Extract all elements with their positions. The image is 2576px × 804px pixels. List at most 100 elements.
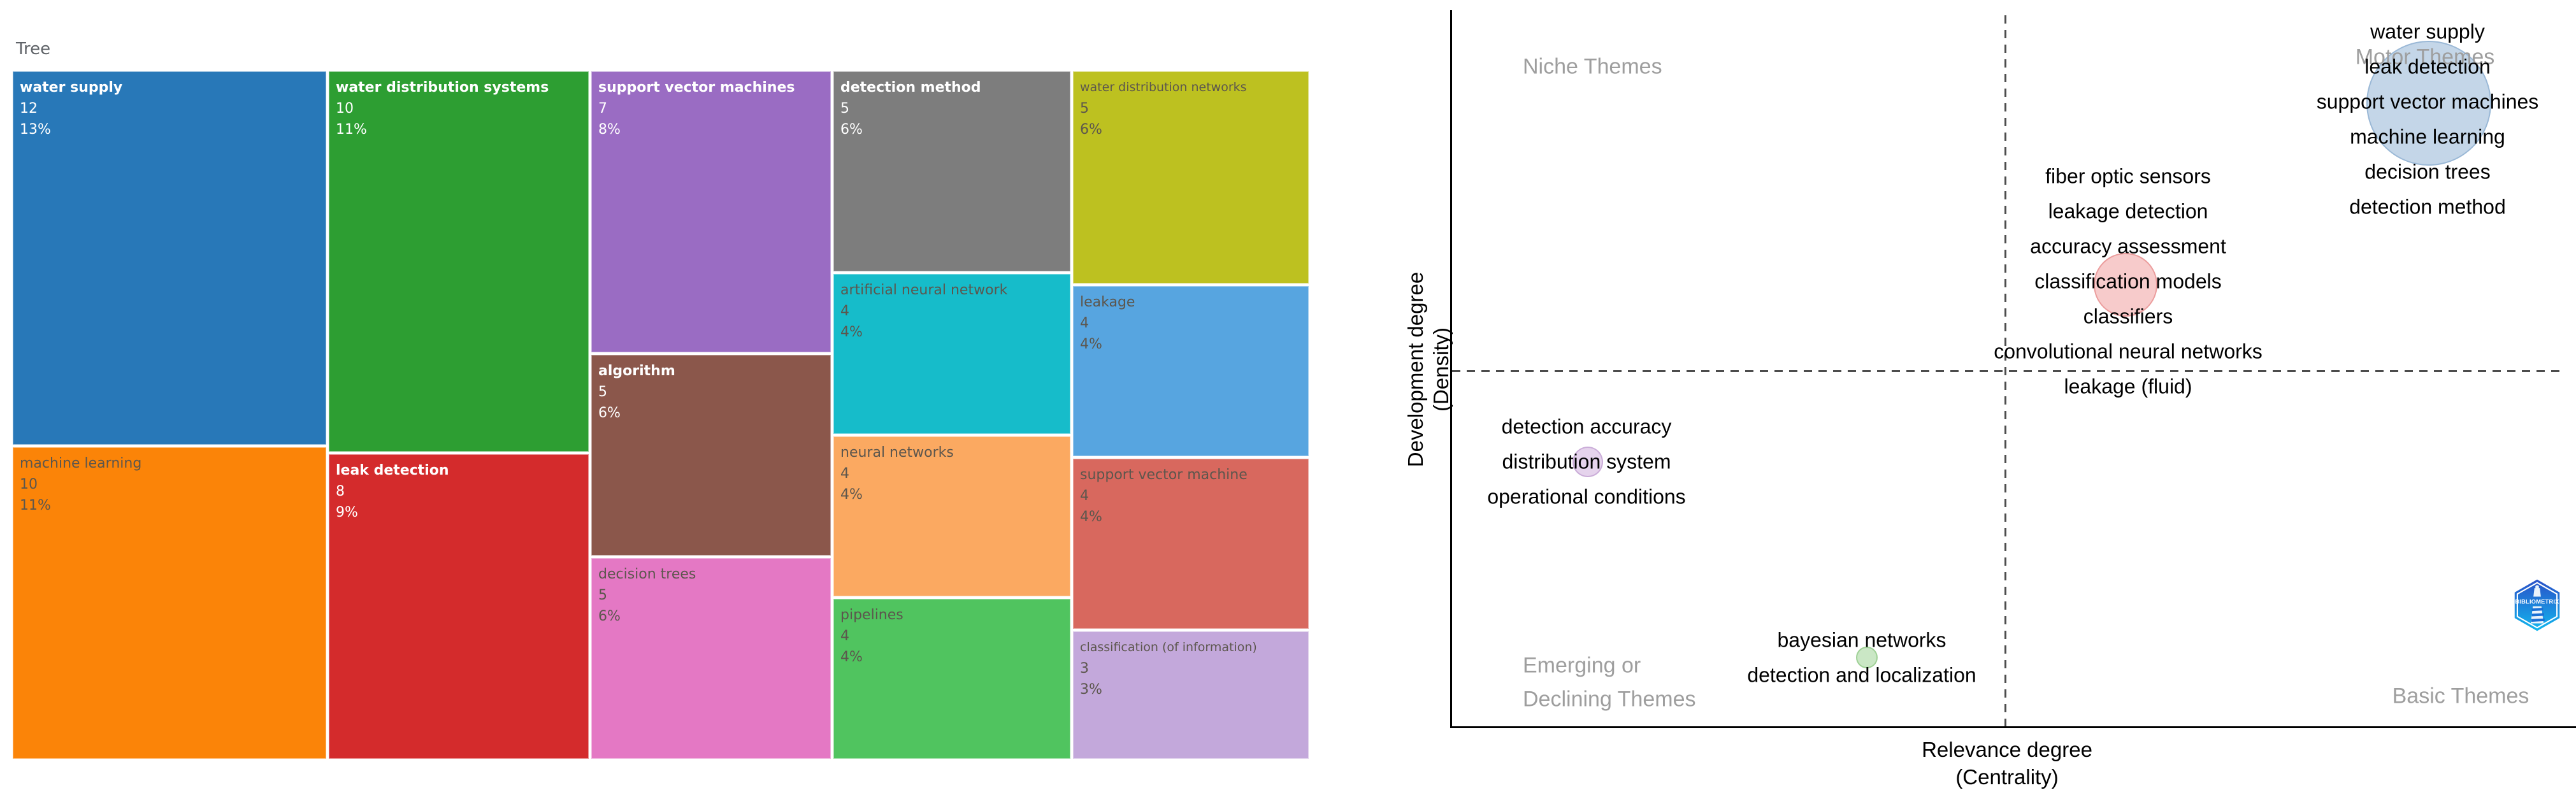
treemap-cell-percent: 11%: [336, 122, 367, 138]
treemap-cell-label: classification (of information): [1080, 640, 1257, 654]
motor-themes-quadrant-label: Motor Themes: [2355, 45, 2495, 69]
treemap-cell-label: artificial neural network: [840, 282, 1008, 298]
theme-keyword: convolutional neural networks: [1994, 340, 2263, 363]
y-axis-label-line1: Development degree: [1404, 271, 1427, 468]
treemap-cell-count: 10: [336, 101, 354, 117]
treemap-cell[interactable]: decision trees 5 6%: [591, 558, 831, 759]
theme-keyword: fiber optic sensors: [2045, 164, 2211, 188]
treemap-cell-label: leak detection: [336, 463, 449, 478]
bayesian-networks-cluster-bubble: [1856, 647, 1878, 668]
x-axis-label-line2: (Centrality): [1955, 765, 2059, 789]
treemap-cell[interactable]: leakage 4 4%: [1073, 286, 1309, 456]
theme-keyword: classifiers: [2083, 305, 2173, 328]
theme-keyword: detection method: [2349, 195, 2506, 219]
treemap-cell-label: pipelines: [840, 607, 903, 623]
x-axis-label: Relevance degree (Centrality): [1922, 736, 2092, 791]
y-axis-label-line2: (Density): [1429, 327, 1453, 412]
treemap-cell[interactable]: neural networks 4 4%: [833, 436, 1070, 596]
basic-themes-quadrant-label: Basic Themes: [2392, 684, 2529, 708]
treemap-cell-count: 5: [1080, 101, 1089, 117]
treemap-cell-percent: 4%: [840, 324, 863, 340]
treemap-cell-label: support vector machine: [1080, 467, 1248, 483]
treemap-cell-percent: 4%: [840, 649, 863, 665]
theme-keyword: detection and localization: [1747, 663, 1976, 687]
treemap-cell[interactable]: support vector machine 4 4%: [1073, 459, 1309, 629]
theme-keyword: distribution system: [1502, 450, 1671, 473]
treemap-cell-count: 5: [598, 587, 607, 603]
treemap-cell[interactable]: leak detection 8 9%: [329, 454, 589, 759]
treemap-cell-percent: 9%: [336, 505, 358, 520]
logo-text: BIBLIOMETRIX: [2515, 598, 2559, 605]
theme-keyword: leakage (fluid): [2064, 375, 2192, 398]
theme-keyword: water supply: [2370, 20, 2485, 43]
logo-stripe: [2531, 618, 2545, 622]
treemap-cell-percent: 13%: [20, 122, 51, 138]
treemap-cell[interactable]: artificial neural network 4 4%: [833, 274, 1070, 434]
theme-keyword: leakage detection: [2048, 199, 2208, 223]
treemap-cell-count: 3: [1080, 661, 1089, 677]
theme-keyword: support vector machines: [2316, 90, 2539, 113]
distribution-system-cluster-bubble: [1572, 447, 1603, 477]
x-axis-label-line1: Relevance degree: [1922, 738, 2092, 761]
treemap-cell-percent: 6%: [840, 122, 863, 138]
theme-keyword: operational conditions: [1487, 485, 1686, 508]
treemap-cell-count: 4: [840, 466, 849, 482]
x-axis-line: [1450, 726, 2576, 728]
emerging-themes-quadrant-label-line2: Declining Themes: [1523, 687, 1696, 712]
logo-stripe: [2531, 613, 2544, 617]
treemap-cell-percent: 4%: [1080, 336, 1102, 352]
treemap-cell-label: water supply: [20, 80, 123, 96]
treemap-cell-percent: 6%: [598, 608, 621, 624]
treemap-cell[interactable]: machine learning 10 11%: [13, 447, 326, 759]
treemap-cell-percent: 4%: [1080, 509, 1102, 525]
logo-stripe: [2531, 608, 2544, 612]
treemap-cell-label: neural networks: [840, 445, 954, 461]
treemap-cell-count: 4: [840, 303, 849, 319]
treemap-cell[interactable]: pipelines 4 4%: [833, 599, 1070, 759]
logo-lighthouse-top-icon: [2533, 588, 2541, 597]
treemap-cell[interactable]: water supply 12 13%: [13, 71, 326, 445]
treemap-cell-count: 12: [20, 101, 38, 117]
treemap-cell[interactable]: water distribution networks 5 6%: [1073, 71, 1309, 284]
treemap-cell-percent: 3%: [1080, 682, 1102, 698]
treemap-title: Tree: [16, 39, 51, 59]
emerging-themes-quadrant-label-line1: Emerging or: [1523, 653, 1641, 678]
treemap-cell[interactable]: classification (of information) 3 3%: [1073, 631, 1309, 759]
theme-keyword: accuracy assessment: [2030, 234, 2226, 258]
treemap-cell-count: 5: [598, 384, 607, 400]
theme-keyword: leak detection: [2364, 55, 2491, 78]
density-median-dashed-line: [1452, 370, 2562, 372]
logo-hexagon: [2514, 579, 2560, 631]
treemap-cell-label: machine learning: [20, 456, 142, 471]
treemap-cell-count: 4: [1080, 315, 1089, 331]
treemap-cell-count: 4: [840, 628, 849, 644]
treemap-cell-label: decision trees: [598, 566, 696, 582]
treemap-cell-count: 4: [1080, 488, 1089, 504]
treemap-cell-count: 5: [840, 101, 849, 117]
treemap-cell-label: detection method: [840, 80, 981, 96]
niche-themes-quadrant-label: Niche Themes: [1523, 54, 1662, 79]
treemap-cell-count: 8: [336, 484, 345, 499]
y-axis-line: [1450, 10, 1452, 728]
theme-keyword: detection accuracy: [1501, 415, 1672, 438]
treemap-cell-label: leakage: [1080, 294, 1135, 310]
treemap-cell-label: water distribution networks: [1080, 80, 1247, 94]
bibliometrix-logo: BIBLIOMETRIX: [2514, 579, 2560, 631]
theme-keyword: bayesian networks: [1777, 628, 1946, 652]
leakage-detection-cluster-bubble: [2094, 253, 2157, 317]
treemap-cell-count: 10: [20, 477, 38, 492]
treemap-cell-percent: 8%: [598, 122, 621, 138]
treemap-cell-percent: 6%: [1080, 122, 1102, 138]
treemap-cell-percent: 4%: [840, 487, 863, 503]
treemap-cell-count: 7: [598, 101, 607, 117]
logo-inner-hexagon: [2516, 582, 2558, 629]
treemap-cell-percent: 11%: [20, 498, 51, 513]
y-axis-label: Development degree (Density): [1403, 272, 1454, 467]
theme-keyword: machine learning: [2350, 125, 2505, 148]
treemap-cell[interactable]: detection method 5 6%: [833, 71, 1070, 271]
theme-keyword: decision trees: [2364, 160, 2491, 183]
treemap-cell-label: algorithm: [598, 363, 675, 379]
